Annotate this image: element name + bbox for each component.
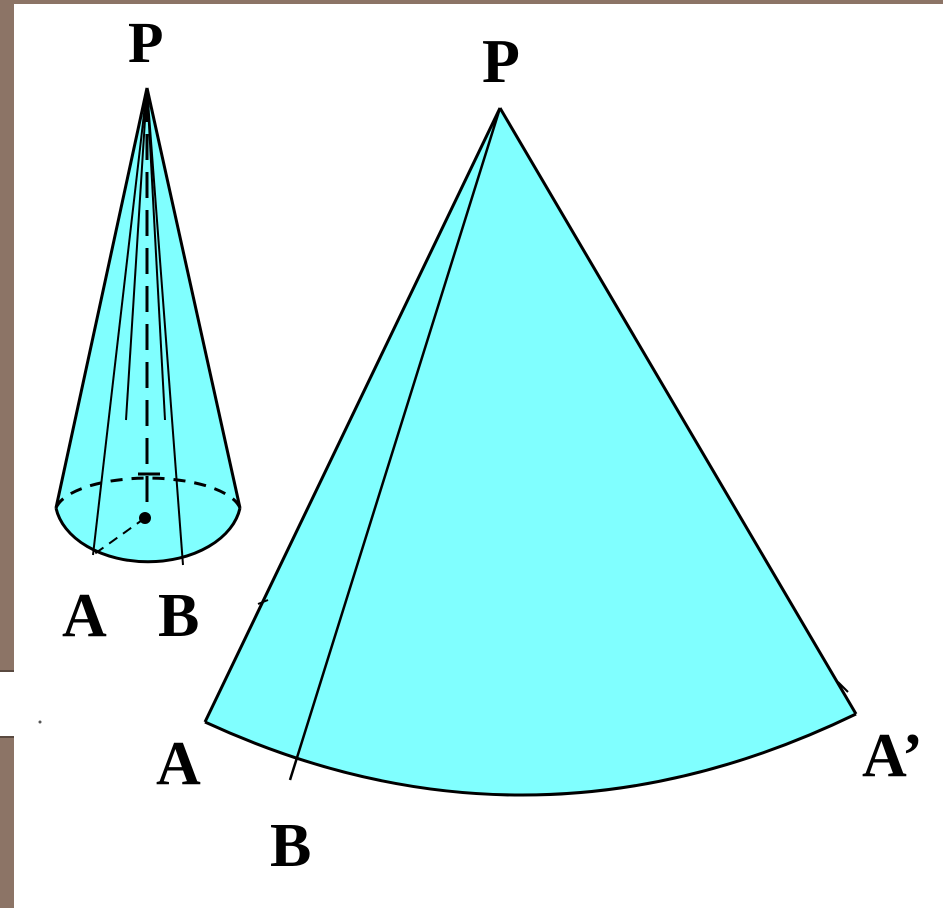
unrolled-cone-surface — [205, 108, 856, 796]
small-cone-point-b-label: B — [158, 582, 199, 650]
unrolled-cone-edge-right-label: A’ — [862, 722, 923, 790]
small-cone-radius — [92, 517, 146, 556]
unrolled-cone-apex-label: P — [482, 28, 520, 96]
small-cone-point-a-label: A — [62, 582, 107, 650]
unrolled-cone-edge-left-label: A — [156, 730, 201, 798]
unrolled-cone-tick-right — [837, 681, 849, 693]
unrolled-cone: P A A’ B — [156, 28, 923, 880]
small-cone-generatrix-b — [146, 87, 184, 566]
frame-top-bar — [0, 0, 943, 4]
unrolled-cone-arc-point-label: B — [270, 812, 311, 880]
small-cone-left-side — [54, 87, 149, 509]
unrolled-cone-generatrix-b — [288, 107, 502, 781]
small-cone-generatrix-mid — [125, 87, 148, 421]
unrolled-cone-left-edge — [203, 107, 502, 723]
unrolled-cone-tick-left — [257, 599, 269, 605]
small-cone-generatrix-a — [92, 87, 148, 556]
small-cone-base-front — [54, 507, 242, 564]
small-cone-right-side — [145, 87, 242, 509]
frame-left-bar-lower — [0, 738, 14, 908]
unrolled-cone-right-edge — [498, 107, 858, 715]
small-cone-generatrix-mid2 — [146, 87, 166, 421]
frame-notch — [0, 670, 14, 738]
frame-left-bar — [0, 0, 14, 670]
small-cone: P A B — [54, 10, 242, 650]
stray-dot — [38, 720, 42, 724]
small-cone-apex-label: P — [128, 10, 163, 75]
